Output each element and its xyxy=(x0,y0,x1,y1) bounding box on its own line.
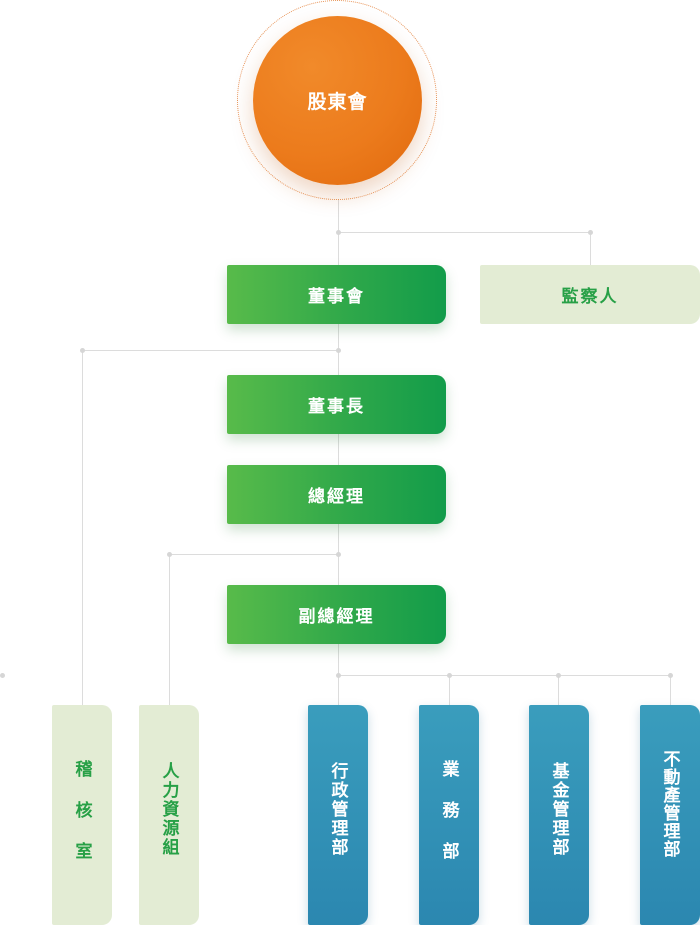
supervisor-node: 監察人 xyxy=(480,265,700,324)
chairman-node: 董事長 xyxy=(227,375,446,434)
supervisor-label: 監察人 xyxy=(561,287,619,307)
real-estate-department-node: 不動產管理部 xyxy=(640,705,700,925)
connector-to-department xyxy=(558,675,559,705)
junction-dot xyxy=(447,673,452,678)
shareholders-ring xyxy=(237,0,437,200)
junction-dot xyxy=(336,348,341,353)
chairman-label: 董事長 xyxy=(308,397,365,417)
audit-office-label: 稽核室 xyxy=(71,760,92,883)
board-node: 董事會 xyxy=(227,265,446,324)
connector-to-department xyxy=(449,675,450,705)
stray-dot xyxy=(0,673,5,678)
admin-department-node: 行政管理部 xyxy=(308,705,368,925)
connector-audit-branch xyxy=(82,350,338,351)
connector-to-supervisor xyxy=(590,232,591,265)
junction-dot xyxy=(336,673,341,678)
connector-to-hr xyxy=(169,554,170,705)
shareholders-node: 股東會 xyxy=(253,16,422,185)
business-department-label: 業務部 xyxy=(438,760,459,883)
audit-office-node: 稽核室 xyxy=(52,705,112,925)
general-manager-label: 總經理 xyxy=(308,487,365,507)
general-manager-node: 總經理 xyxy=(227,465,446,524)
hr-group-node: 人力資源組 xyxy=(139,705,199,925)
junction-dot xyxy=(588,230,593,235)
deputy-general-manager-label: 副總經理 xyxy=(298,607,375,627)
fund-department-node: 基金管理部 xyxy=(529,705,589,925)
real-estate-department-label: 不動產管理部 xyxy=(659,750,680,858)
connector-to-audit xyxy=(82,350,83,705)
shareholders-label: 股東會 xyxy=(307,91,368,113)
hr-group-label: 人力資源組 xyxy=(158,762,179,857)
junction-dot xyxy=(167,552,172,557)
junction-dot xyxy=(556,673,561,678)
connector-chairman-to-gm xyxy=(338,434,339,465)
junction-dot xyxy=(668,673,673,678)
connector-departments-bar xyxy=(338,675,671,676)
fund-department-label: 基金管理部 xyxy=(548,762,569,857)
junction-dot xyxy=(80,348,85,353)
connector-hr-branch xyxy=(169,554,338,555)
junction-dot xyxy=(336,552,341,557)
board-label: 董事會 xyxy=(308,287,365,307)
connector-board-supervisor xyxy=(338,232,591,233)
connector-to-department xyxy=(670,675,671,705)
business-department-node: 業務部 xyxy=(419,705,479,925)
junction-dot xyxy=(336,230,341,235)
deputy-general-manager-node: 副總經理 xyxy=(227,585,446,644)
admin-department-label: 行政管理部 xyxy=(327,762,348,857)
